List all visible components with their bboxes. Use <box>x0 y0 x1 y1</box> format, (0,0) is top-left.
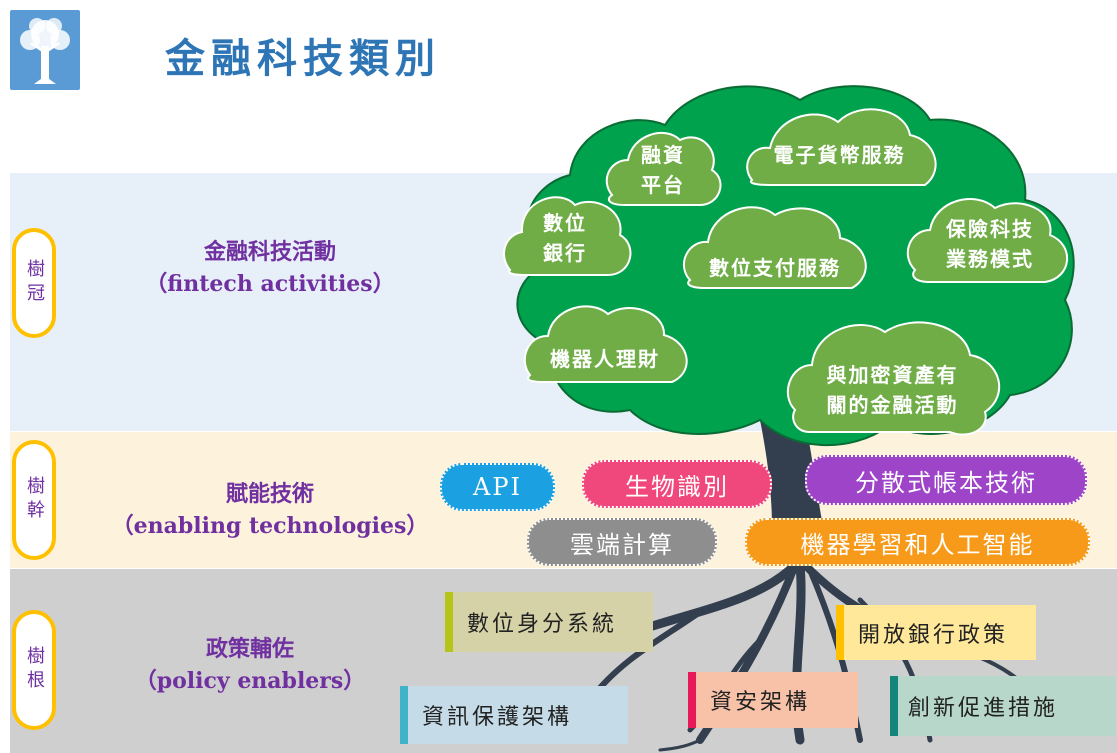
cloud-line: 與加密資產有 <box>826 363 959 387</box>
cloud-financing-platform: 融資 平台 <box>618 135 708 205</box>
tree-logo-icon <box>10 10 80 90</box>
cloud-e-money: 電子貨幣服務 <box>752 130 927 180</box>
trunk-label-en: （enabling technologies） <box>111 513 429 539</box>
cloud-line: 平台 <box>641 173 685 197</box>
tag-biometrics: 生物識別 <box>582 460 772 508</box>
cloud-robo-advisor: 機器人理財 <box>535 336 675 381</box>
tag-dlt: 分散式帳本技術 <box>805 455 1087 505</box>
policy-cybersecurity: 資安架構 <box>688 672 858 728</box>
trunk-label-zh: 賦能技術 <box>225 481 314 507</box>
cloud-line: 機器人理財 <box>550 346 660 371</box>
crown-label-en: （fintech activities） <box>145 271 395 297</box>
cloud-digital-bank: 數位 銀行 <box>515 200 615 275</box>
cloud-line: 銀行 <box>543 240 587 265</box>
trunk-label: 賦能技術 （enabling technologies） <box>95 478 445 542</box>
crown-label-zh: 金融科技活動 <box>203 239 336 265</box>
policy-innovation: 創新促進措施 <box>890 676 1115 736</box>
cloud-insurtech: 保險科技 業務模式 <box>920 206 1060 282</box>
cloud-line: 數位 <box>543 210 587 235</box>
tag-api: API <box>440 463 555 511</box>
tag-cloud-computing: 雲端計算 <box>527 518 717 566</box>
cloud-line: 保險科技 <box>946 217 1034 241</box>
crown-label: 金融科技活動 （fintech activities） <box>120 236 420 300</box>
policy-open-banking: 開放銀行政策 <box>836 605 1036 660</box>
cloud-line: 業務模式 <box>946 247 1034 271</box>
cloud-line: 關的金融活動 <box>826 393 959 417</box>
pill-crown: 樹冠 <box>12 228 56 338</box>
pill-root: 樹根 <box>12 610 56 730</box>
cloud-line: 電子貨幣服務 <box>773 143 906 167</box>
cloud-line: 融資 <box>641 143 685 167</box>
cloud-line: 數位支付服務 <box>709 255 841 280</box>
tag-ml-ai: 機器學習和人工智能 <box>745 518 1090 566</box>
root-label: 政策輔佐 （policy enablers） <box>100 633 400 697</box>
cloud-digital-payment: 數位支付服務 <box>695 245 855 290</box>
cloud-shapes <box>503 108 1068 436</box>
policy-data-protection: 資訊保護架構 <box>400 686 628 744</box>
root-label-en: （policy enablers） <box>134 668 366 694</box>
page-title: 金融科技類別 <box>165 35 441 82</box>
cloud-crypto-activities: 與加密資產有 關的金融活動 <box>800 350 985 430</box>
pill-trunk: 樹幹 <box>12 440 56 560</box>
policy-digital-id: 數位身分系統 <box>445 592 653 652</box>
root-label-zh: 政策輔佐 <box>205 636 294 662</box>
